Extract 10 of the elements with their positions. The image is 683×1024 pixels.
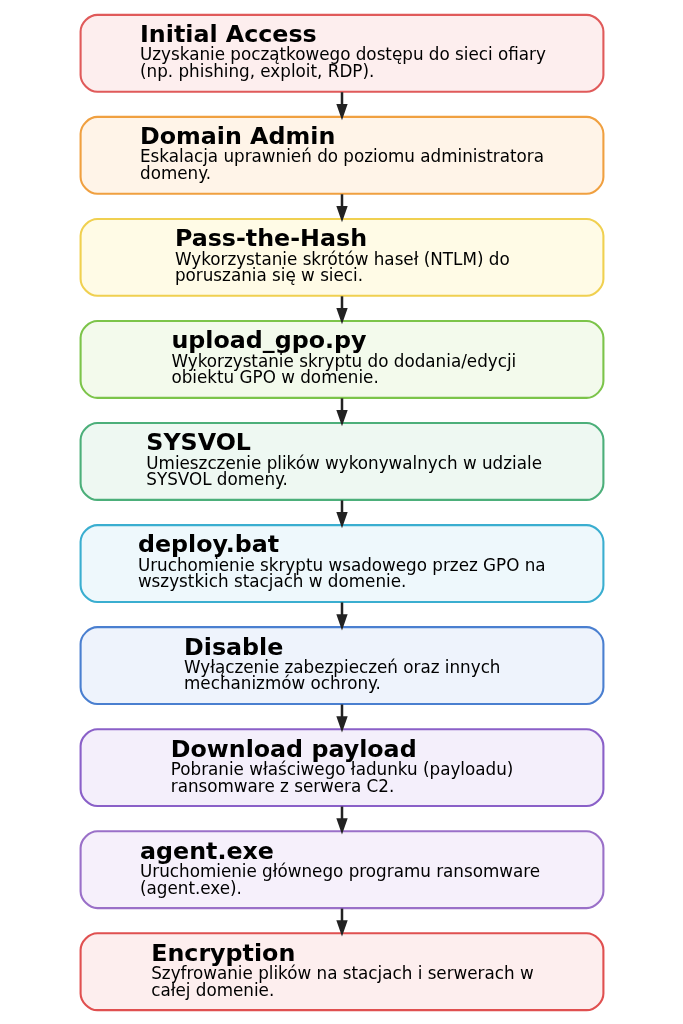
node-box: Initial Access Uzyskanie początkowego dostępu do sieci ofiary (np. phishing, exploit, RDP). bbox=[79, 13, 604, 93]
node-box: deploy.bat Uruchomienie skryptu wsadowego przez GPO na wszystkich stacjach w domenie. bbox=[79, 523, 604, 603]
node-box: Pass-the-Hash Wykorzystanie skrótów haseł (NTLM) do poruszania się w sieci. bbox=[79, 217, 604, 297]
node-box: Disable Wyłączenie zabezpieczeń oraz innych mechanizmów ochrony. bbox=[79, 625, 604, 705]
node-box: agent.exe Uruchomienie głównego programu ransomware (agent.exe). bbox=[79, 829, 604, 909]
node-box: Download payload Pobranie właściwego ładunku (payloadu) ransomware z serwera C2. bbox=[79, 727, 604, 807]
node-box: Domain Admin Eskalacja uprawnień do poziomu administratora domeny. bbox=[79, 115, 604, 195]
node-box: SYSVOL Umieszczenie plików wykonywalnych w udziale SYSVOL domeny. bbox=[79, 421, 604, 501]
node-box: Encryption Szyfrowanie plików na stacjach i serwerach w całej domenie. bbox=[79, 931, 604, 1011]
node-box: upload_gpo.py Wykorzystanie skryptu do dodania/edycji obiektu GPO w domenie. bbox=[79, 319, 604, 399]
